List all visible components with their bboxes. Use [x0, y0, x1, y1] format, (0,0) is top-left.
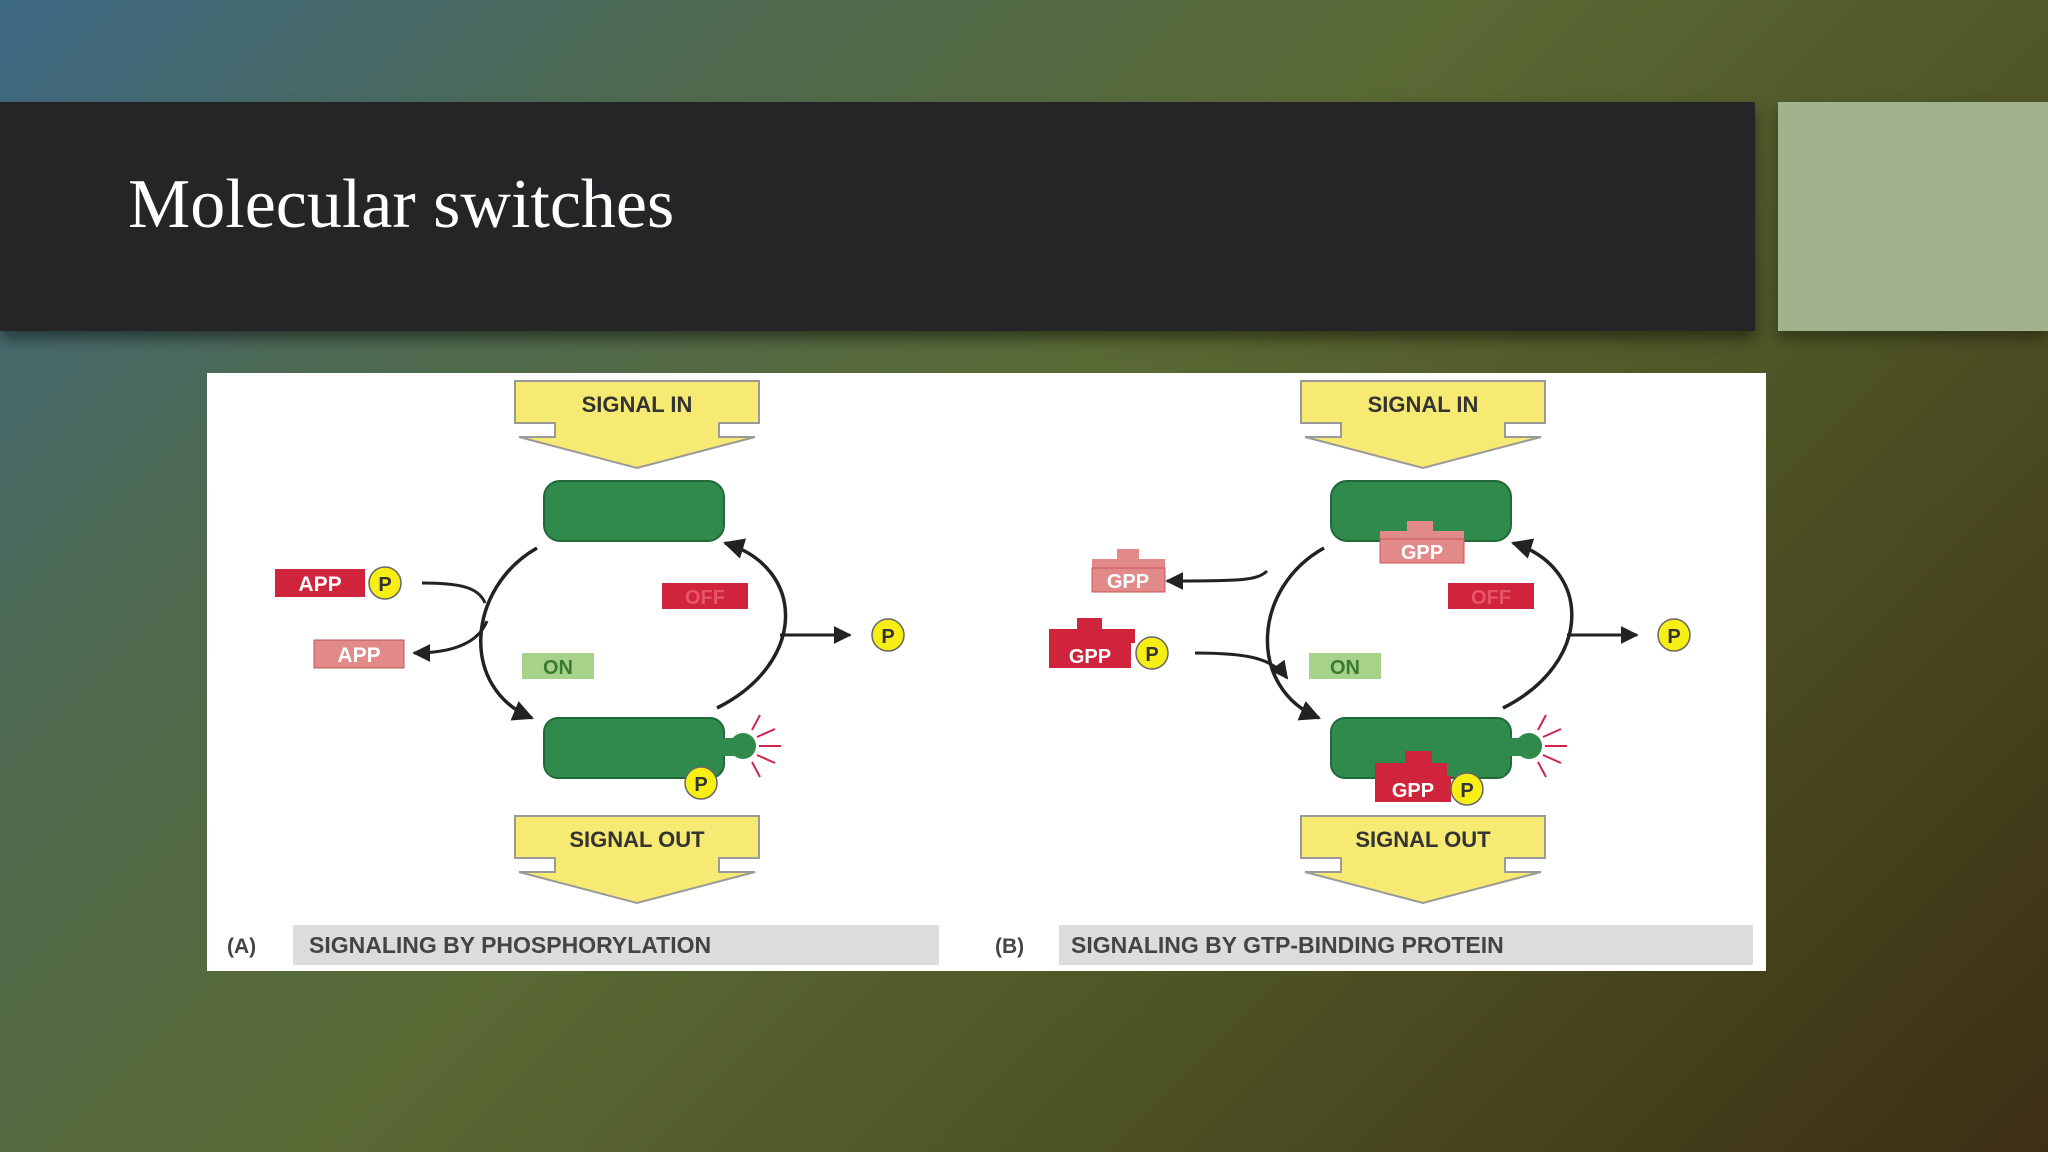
phosphate-released-b	[1657, 618, 1691, 652]
off-arc-a	[716, 538, 788, 710]
on-arc-a	[479, 546, 538, 721]
panel-b-caption: SIGNALING BY GTP-BINDING PROTEIN	[1071, 932, 1504, 958]
svg-text:P: P	[1460, 780, 1473, 802]
svg-text:APP: APP	[337, 644, 380, 667]
title-bar	[0, 102, 1755, 331]
protein-active: P	[543, 714, 781, 800]
panel-a-caption: SIGNALING BY PHOSPHORYLATION	[309, 932, 711, 958]
svg-text:P: P	[378, 574, 391, 596]
signal-in-arrow: SIGNAL IN	[514, 380, 760, 470]
signal-in-label: SIGNAL IN	[582, 392, 693, 417]
svg-text:P: P	[881, 626, 894, 648]
off-arc-b	[1502, 538, 1574, 710]
off-badge-a	[662, 583, 748, 609]
signal-out-arrow: SIGNAL OUT	[514, 815, 760, 905]
gtp-bound-label: GPP	[1392, 780, 1434, 802]
gdp-bound-label: GPP	[1401, 542, 1443, 564]
off-badge-b	[1448, 583, 1534, 609]
panel-b: SIGNAL IN GPP GPP P	[995, 380, 1753, 965]
svg-text:ON: ON	[1330, 657, 1360, 679]
phosphate-released-a	[871, 618, 905, 652]
svg-text:GPP: GPP	[1107, 571, 1149, 593]
atp-label: APP P	[275, 566, 402, 600]
page-title: Molecular switches	[128, 166, 675, 243]
svg-text:P: P	[694, 774, 707, 796]
panel-a-letter: (A)	[227, 935, 256, 958]
accent-box	[1778, 102, 2048, 331]
svg-text:P: P	[1667, 626, 1680, 648]
on-badge-a	[522, 653, 594, 679]
gtp-label: GPP P	[1049, 618, 1169, 670]
on-badge-b	[1309, 653, 1381, 679]
signal-out-label: SIGNAL OUT	[1355, 827, 1491, 852]
panel-a-caption-box	[293, 925, 939, 965]
svg-text:OFF: OFF	[685, 587, 725, 609]
svg-text:P: P	[1145, 644, 1158, 666]
svg-text:APP: APP	[298, 573, 341, 596]
figure-molecular-switches: SIGNAL IN P AP	[207, 373, 1766, 971]
svg-text:GPP: GPP	[1069, 646, 1111, 668]
figure-diagram: SIGNAL IN P AP	[227, 380, 1753, 965]
protein-active: GPP P	[1330, 714, 1567, 806]
panel-a: SIGNAL IN P AP	[227, 380, 939, 965]
signal-out-arrow: SIGNAL OUT	[1300, 815, 1546, 905]
gdp-released-label: GPP	[1091, 549, 1166, 593]
signal-in-arrow: SIGNAL IN	[1300, 380, 1546, 470]
phosphate-bound-a	[684, 766, 718, 800]
svg-text:ON: ON	[543, 657, 573, 679]
protein-inactive	[543, 480, 725, 542]
signal-in-label: SIGNAL IN	[1368, 392, 1479, 417]
svg-text:OFF: OFF	[1471, 587, 1511, 609]
panel-b-caption-box	[1059, 925, 1753, 965]
panel-b-letter: (B)	[995, 935, 1024, 958]
on-arc-b	[1265, 546, 1325, 721]
adp-label: APP	[313, 639, 405, 669]
signal-out-label: SIGNAL OUT	[569, 827, 705, 852]
protein-inactive: GPP	[1330, 480, 1512, 564]
